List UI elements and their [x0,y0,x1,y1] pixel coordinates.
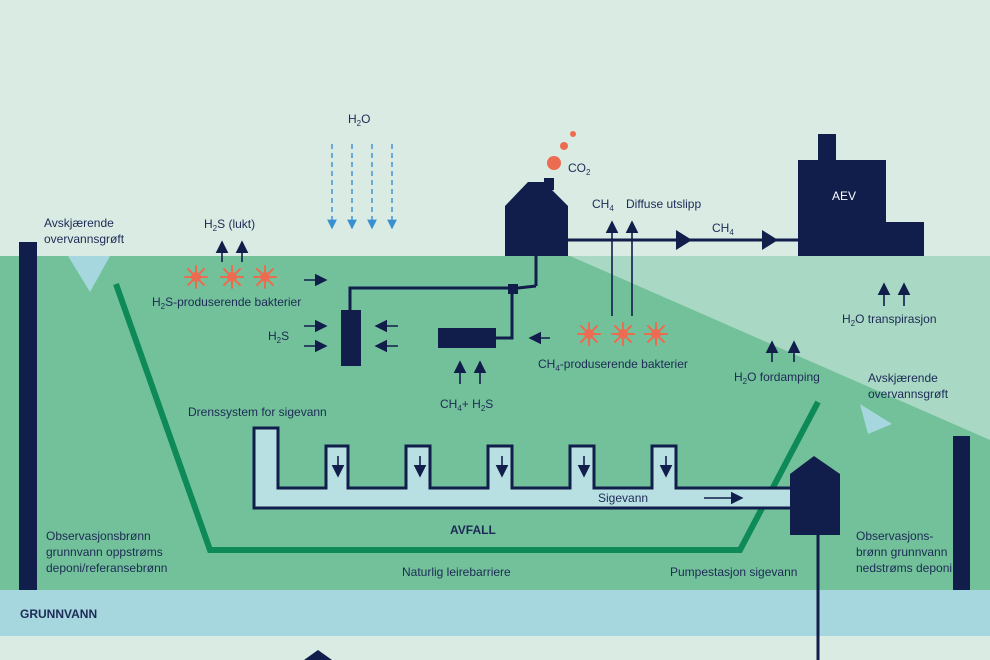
well-upstream-label-3: deponi/referansebrønn [46,561,167,575]
h2s-bacteria-label: H2S-produserende bakterier [152,295,301,311]
h2s-smell-label: H2S (lukt) [204,217,255,233]
gas-plant-house [505,182,568,256]
co2-label: CO2 [568,161,591,177]
co2-bubble-large [547,156,561,170]
ditch-right-label-1: Avskjærende [868,371,938,385]
ch4-bacteria-label: CH4-produserende bakterier [538,357,688,373]
h2o-evaporation-label: H2O fordamping [734,370,820,386]
gas-pipe-joint [508,284,518,294]
leachate-label: Sigevann [598,491,648,505]
ch4-pipeline-label: CH4 [712,221,734,237]
co2-bubble-small [570,131,576,137]
ditch-right [860,404,892,434]
ditch-right-label-2: overvannsgrøft [868,387,949,401]
aev-building [798,134,924,256]
groundwater-label: GRUNNVANN [20,607,97,621]
h2o-transpiration-label: H2O transpirasjon [842,312,937,328]
well-downstream-label-1: Observasjons- [856,529,933,543]
ditch-left-label-1: Avskjærende [44,216,114,230]
ch4-diffuse-label: CH4 [592,197,614,213]
right-slope [570,256,990,590]
h2s-label: H2S [268,329,289,345]
rain-arrows [327,144,397,230]
gas-well-main [438,328,496,348]
ditch-left-label-2: overvannsgrøft [44,232,125,246]
leachate-drain [252,426,802,510]
groundwater-band [0,590,990,636]
observation-well-upstream [19,242,37,590]
clay-barrier-label: Naturlig leirebarriere [402,565,511,579]
pump-station [790,456,840,535]
drainage-system-label: Drenssystem for sigevann [188,405,327,419]
well-upstream-label-1: Observasjonsbrønn [46,529,151,543]
ch4-h2s-label: CH4+ H2S [440,397,493,413]
lower-building [304,650,332,660]
well-downstream-label-3: nedstrøms deponi [856,561,952,575]
h2o-rain-label: H2O [348,112,370,128]
pump-station-label: Pumpestasjon sigevann [670,565,797,579]
well-upstream-label-2: grunnvann oppstrøms [46,545,163,559]
aev-label: AEV [832,189,856,203]
well-downstream-label-2: brønn grunnvann [856,545,947,559]
gas-well-left [341,310,361,366]
clay-barrier-line [113,283,821,553]
co2-bubble-mid [560,142,568,150]
diffuse-emission-label: Diffuse utslipp [626,197,701,211]
ditch-left [68,256,110,292]
observation-well-downstream [953,436,970,590]
drain-down-arrows [331,456,673,478]
waste-label: AVFALL [450,523,496,537]
bottom-strip [0,636,990,660]
